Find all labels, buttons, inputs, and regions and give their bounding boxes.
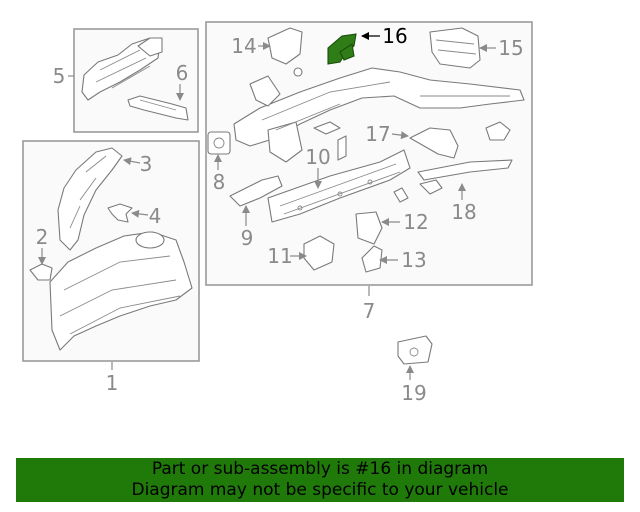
part-small-brace[interactable] [337, 135, 347, 161]
callout-10: 10 [305, 145, 330, 169]
part-small-bracket[interactable] [485, 121, 511, 141]
part-16-highlighted[interactable] [327, 33, 357, 65]
callout-5: 5 [53, 64, 66, 88]
part-5-bracket[interactable] [81, 37, 163, 101]
part-2-clip[interactable] [29, 263, 53, 281]
part-17-bracket[interactable] [409, 127, 459, 159]
callout-13: 13 [401, 248, 426, 272]
callout-17: 17 [365, 122, 390, 146]
callout-18: 18 [451, 200, 476, 224]
part-10-lower-rail[interactable] [267, 149, 411, 223]
callout-9: 9 [241, 226, 254, 250]
part-6-bracket[interactable] [127, 95, 189, 121]
callout-2: 2 [36, 225, 49, 249]
callout-8: 8 [213, 170, 226, 194]
part-1-wheelhouse[interactable] [49, 231, 193, 351]
part-9-reinforcement[interactable] [229, 175, 283, 207]
part-15-panel[interactable] [429, 27, 481, 69]
part-14-bracket[interactable] [267, 27, 303, 77]
callout-15: 15 [498, 36, 523, 60]
callout-16: 16 [382, 24, 407, 48]
part-3-rail-extension[interactable] [57, 147, 123, 251]
part-18-rail[interactable] [417, 159, 513, 195]
part-19-bracket[interactable] [397, 335, 433, 365]
info-banner: Part or sub-assembly is #16 in diagram D… [16, 458, 624, 502]
part-8-insulator[interactable] [207, 131, 231, 155]
banner-line-2: Diagram may not be specific to your vehi… [131, 480, 509, 500]
callout-3: 3 [140, 152, 153, 176]
callout-6: 6 [176, 61, 189, 85]
callout-19: 19 [401, 381, 426, 405]
part-small-clip[interactable] [393, 187, 409, 203]
callout-7: 7 [363, 299, 376, 323]
callout-11: 11 [267, 244, 292, 268]
callout-12: 12 [403, 210, 428, 234]
callout-4: 4 [149, 204, 162, 228]
callout-14: 14 [231, 34, 256, 58]
part-4-clip[interactable] [107, 203, 133, 223]
callout-1: 1 [106, 371, 119, 395]
group-box-7 [205, 21, 533, 286]
banner-line-1: Part or sub-assembly is #16 in diagram [151, 459, 489, 479]
part-main-rail[interactable] [233, 67, 525, 163]
part-12-bracket[interactable] [355, 211, 383, 245]
